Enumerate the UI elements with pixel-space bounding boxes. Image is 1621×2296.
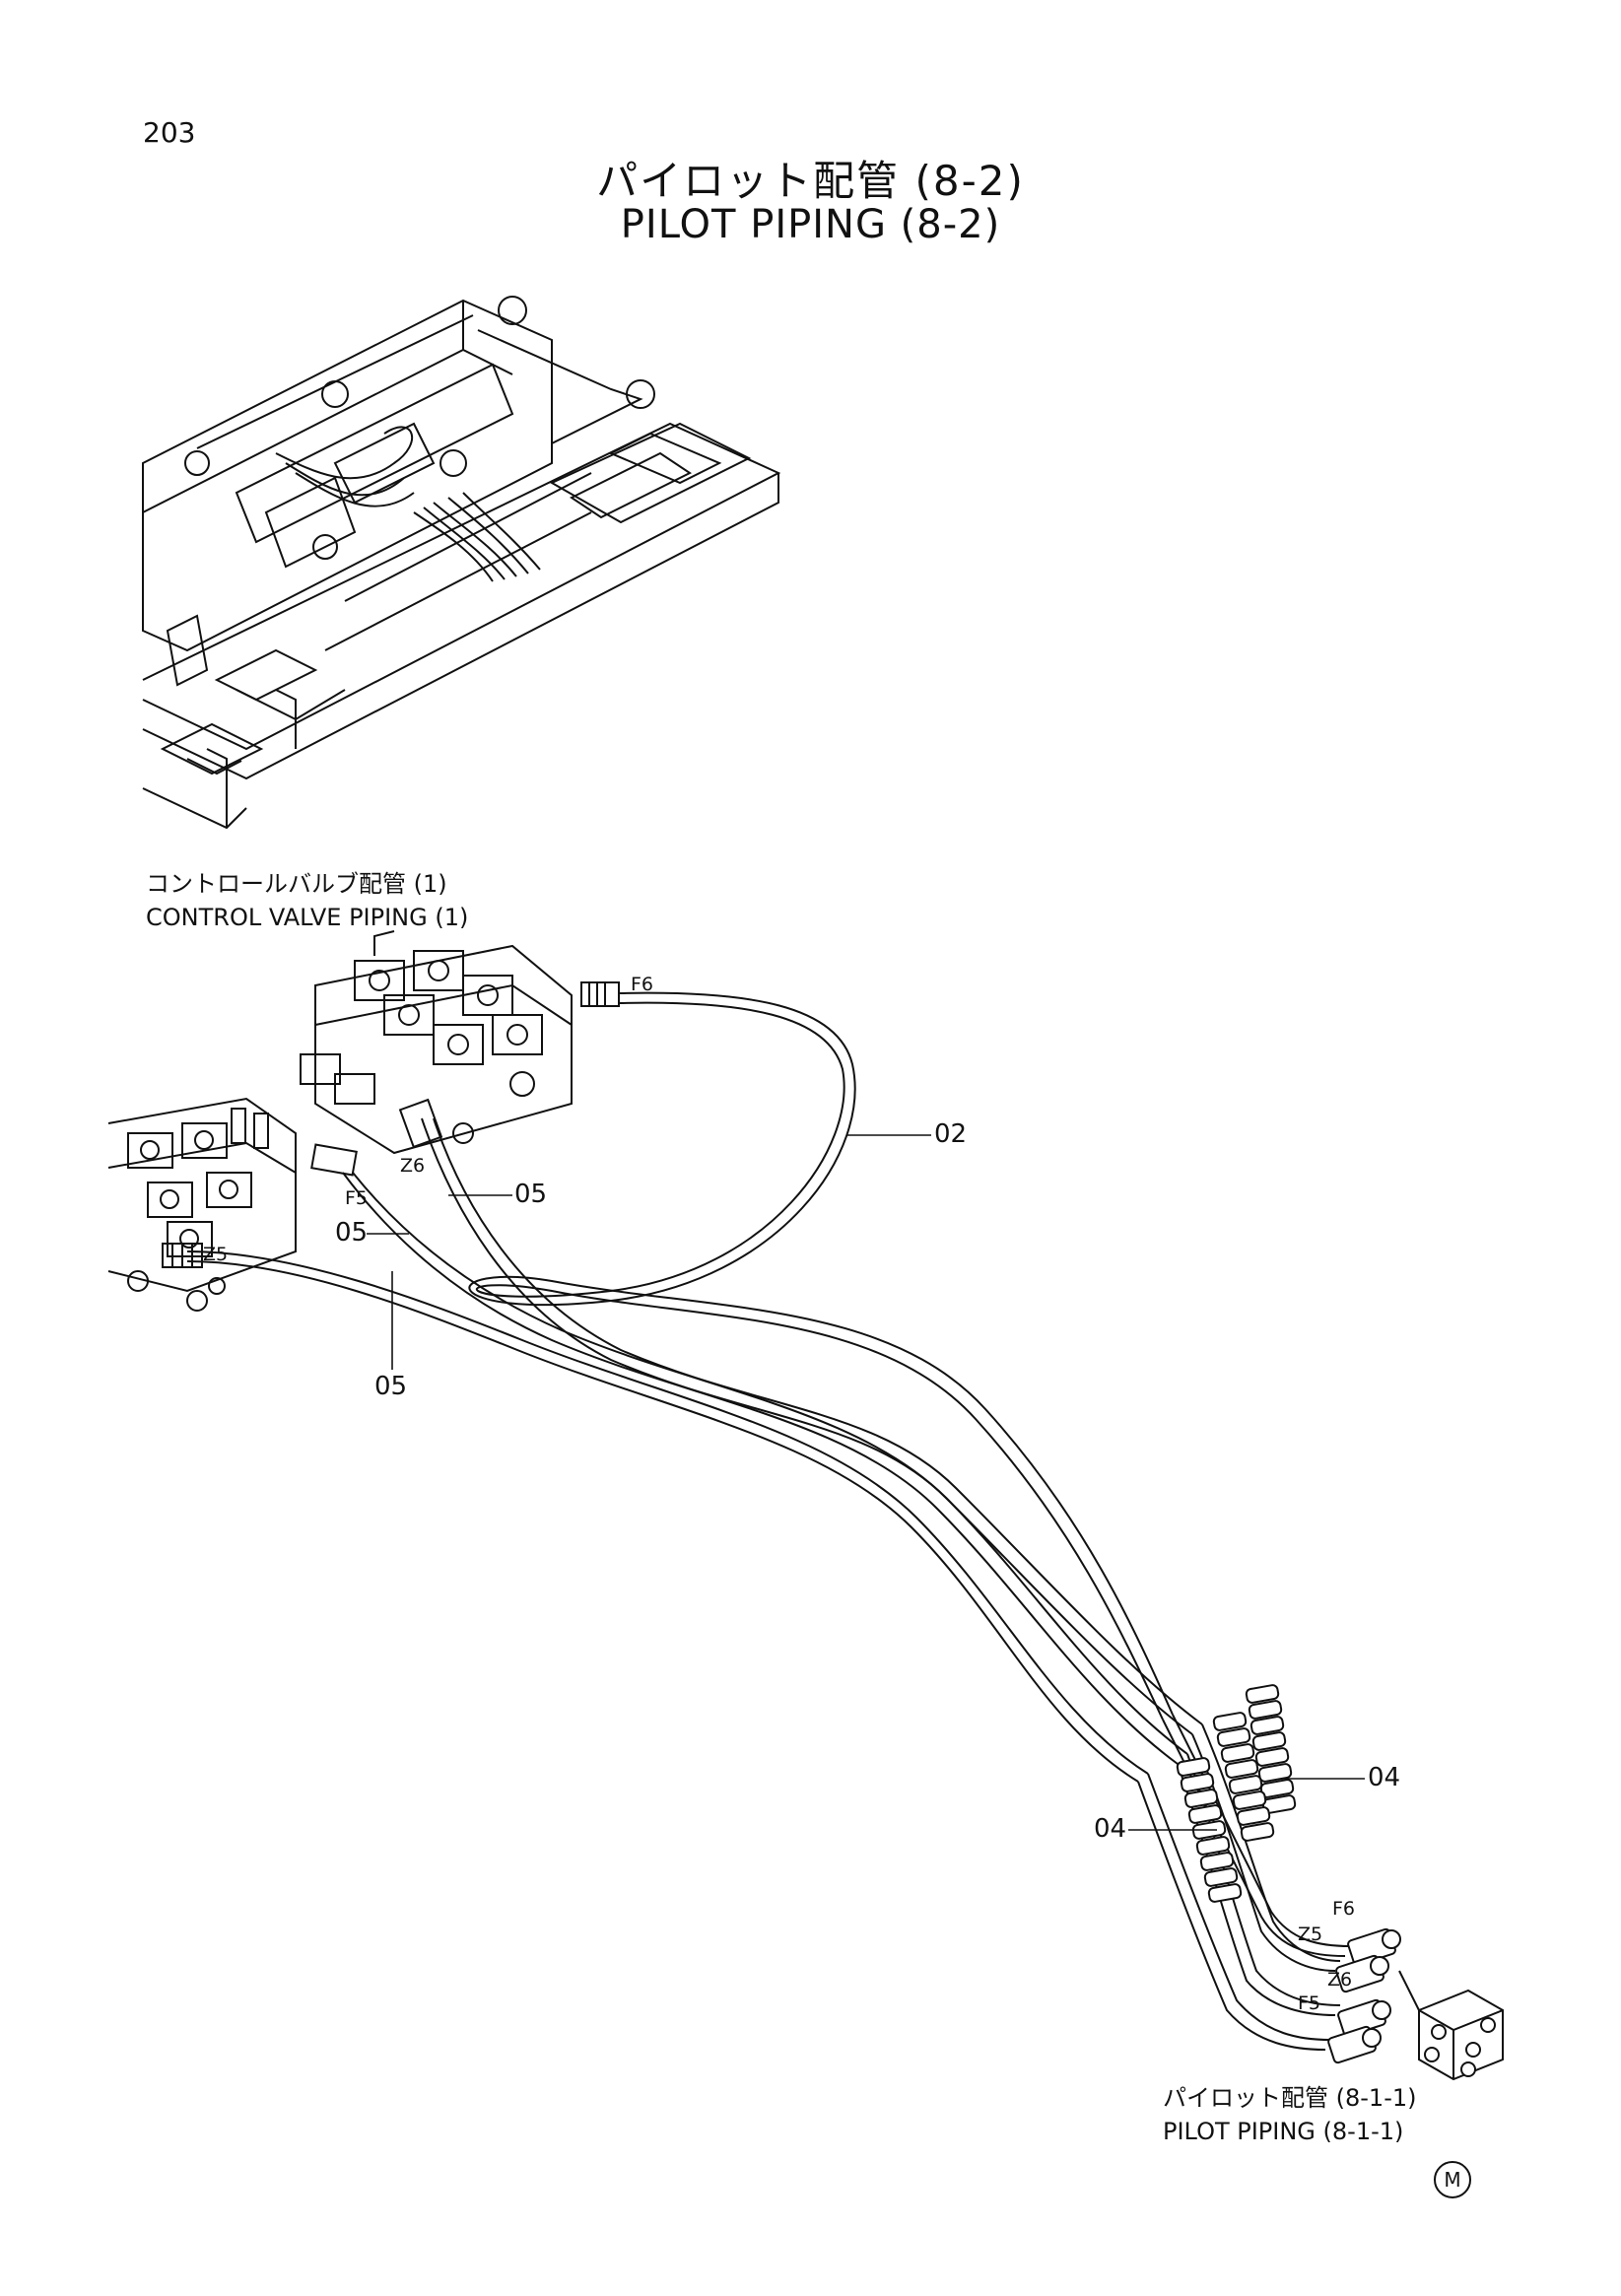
part-label-hose-05-upper: 05 [514, 1180, 548, 1209]
port-tag-f6-upper: F6 [631, 974, 654, 995]
reference-control-valve-en: CONTROL VALVE PIPING (1) [146, 904, 469, 931]
leader-lines [367, 1134, 1365, 1831]
reference-control-valve-ja: コントロールバルブ配管 (1) [146, 870, 447, 898]
pilot-manifold-block [1398, 1970, 1504, 2081]
part-label-hose-02: 02 [934, 1119, 968, 1149]
port-tag-z6-lower: Z6 [1327, 1969, 1353, 1991]
lower-connectors [1327, 1927, 1401, 2064]
page-number: 203 [143, 116, 196, 149]
port-tag-z5-lower: Z5 [1298, 1924, 1323, 1945]
reference-pilot-piping: パイロット配管 (8-1-1) PILOT PIPING (8-1-1) [1163, 2081, 1416, 2148]
reference-pilot-piping-en: PILOT PIPING (8-1-1) [1163, 2118, 1404, 2145]
reference-control-valve-piping: コントロールバルブ配管 (1) CONTROL VALVE PIPING (1) [146, 867, 468, 934]
port-tag-z5-upper: Z5 [203, 1244, 229, 1265]
port-tag-f5-lower: F5 [1298, 1992, 1321, 2014]
port-tag-f6-lower: F6 [1332, 1898, 1356, 1920]
fitting-f6-upper [580, 981, 620, 1007]
part-label-clip-04-left: 04 [1094, 1814, 1127, 1844]
part-label-clip-04-right: 04 [1368, 1763, 1401, 1792]
reference-pilot-piping-ja: パイロット配管 (8-1-1) [1163, 2084, 1417, 2112]
page-title-japanese: パイロット配管 (8-2) [596, 157, 1025, 205]
hose-bundle [186, 991, 1351, 2051]
fitting-group-upper [162, 1098, 443, 1268]
page-title-english: PILOT PIPING (8-2) [620, 202, 1001, 247]
port-tag-z6-upper: Z6 [400, 1155, 426, 1177]
control-valve-lower [107, 1097, 297, 1312]
part-label-hose-05-bottom: 05 [374, 1372, 408, 1401]
control-valve-upper [300, 930, 573, 1155]
circled-m-symbol: M [1434, 2161, 1471, 2198]
protector-clips [1176, 1684, 1297, 1903]
port-tag-f5-upper: F5 [345, 1187, 369, 1209]
part-label-hose-05-left: 05 [335, 1218, 369, 1248]
swing-frame-illustration [142, 296, 781, 830]
